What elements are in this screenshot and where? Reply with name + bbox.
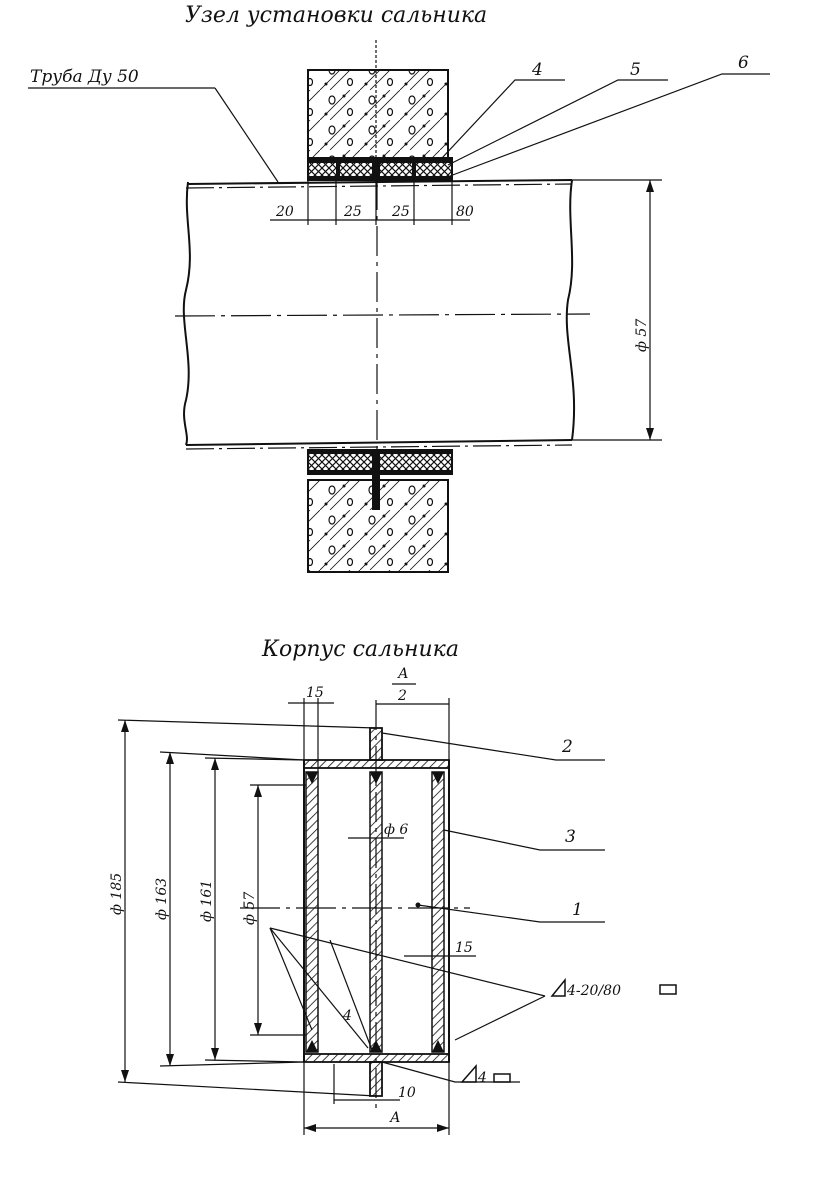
d-163: ф 163 xyxy=(154,878,170,920)
dim-4: 4 xyxy=(342,1008,352,1024)
callout-3: 3 xyxy=(565,827,576,847)
dims-top xyxy=(270,180,470,225)
dim-25-right: 25 xyxy=(391,204,410,220)
gland-body-top xyxy=(307,157,453,181)
callout-2: 2 xyxy=(561,737,573,757)
bottom-title: Корпус сальника xyxy=(261,637,459,662)
d-161: ф 161 xyxy=(199,880,215,922)
callout-6: 6 xyxy=(738,53,749,73)
d-6: ф 6 xyxy=(384,822,408,838)
d-57: ф 57 xyxy=(242,892,258,925)
weld-1: 4-20/80 xyxy=(566,983,621,999)
frac-den: 2 xyxy=(397,688,407,704)
d-185: ф 185 xyxy=(109,873,125,915)
dim-80: 80 xyxy=(456,204,474,220)
dim-15-top: 15 xyxy=(306,685,324,701)
weld-2: 4 xyxy=(477,1070,487,1086)
callout-4: 4 xyxy=(531,60,543,80)
top-title: Узел установки сальника xyxy=(185,3,487,28)
dim-10: 10 xyxy=(398,1085,416,1101)
pipe xyxy=(174,179,591,450)
dim-20: 20 xyxy=(275,204,294,220)
dim-25-left: 25 xyxy=(343,204,362,220)
callout-5: 5 xyxy=(630,60,641,80)
callout-1: 1 xyxy=(572,900,583,920)
gland-housing xyxy=(240,700,470,1110)
frac-num: А xyxy=(397,666,409,682)
dim-a: А xyxy=(389,1110,401,1126)
gland-body-bottom xyxy=(307,449,453,510)
dim-15-right: 15 xyxy=(455,940,473,956)
diameter-57: ф 57 xyxy=(634,319,650,352)
pipe-label: Труба Ду 50 xyxy=(30,67,139,87)
wall-top xyxy=(307,69,449,159)
